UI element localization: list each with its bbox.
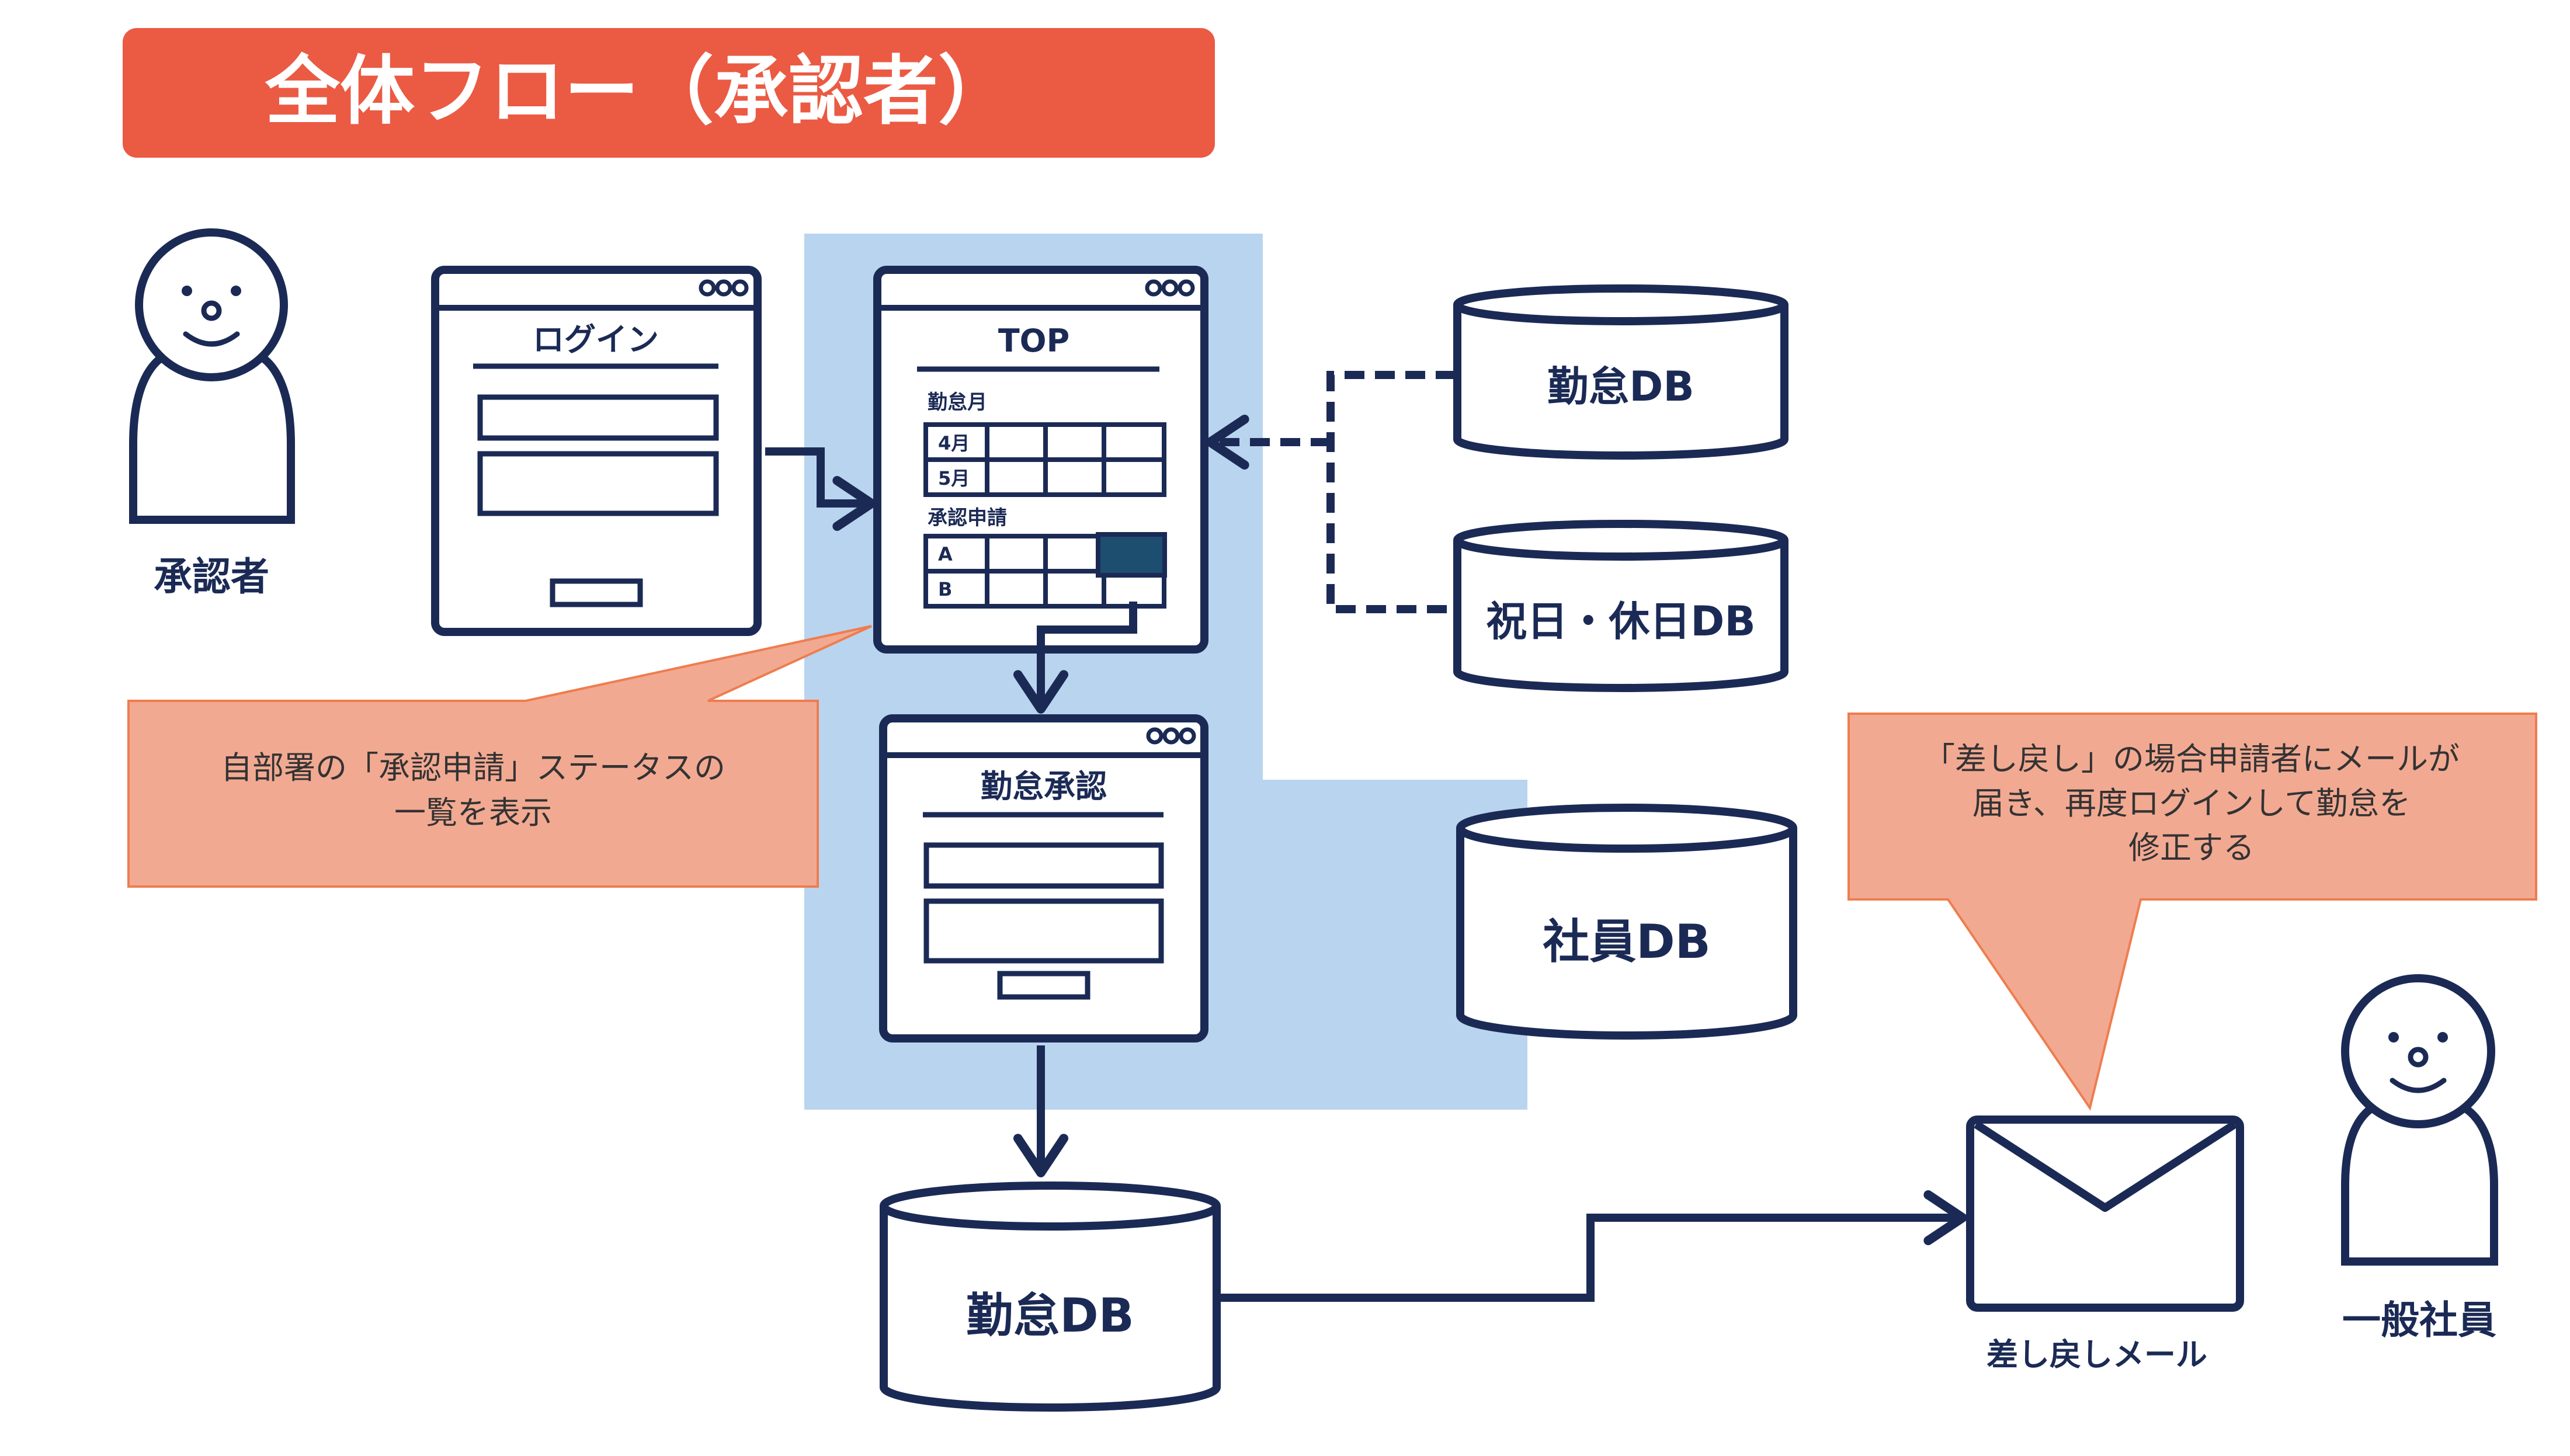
window-controls-icon — [699, 279, 749, 297]
approver-label: 承認者 — [154, 554, 269, 599]
approver-actor: 承認者 — [129, 228, 295, 599]
title-banner: 全体フロー（承認者） — [123, 28, 1215, 158]
attendance-main-db: 勤怠DB — [880, 1182, 1221, 1412]
top-status-callout-line1: 自部署の「承認申請」ステータスの — [221, 749, 725, 786]
employee-db: 社員DB — [1456, 804, 1797, 1040]
month-row-april[interactable]: 4月 — [938, 432, 970, 454]
employee-person-icon — [2341, 974, 2498, 1266]
arrow-login-to-top — [765, 447, 876, 531]
top-status-callout-line2: 一覧を表示 — [394, 794, 552, 831]
approval-screen-title: 勤怠承認 — [981, 768, 1107, 805]
attendance-month-label: 勤怠月 — [928, 391, 987, 414]
login-id-field[interactable] — [477, 394, 719, 441]
arrow-db-to-mail — [1221, 1190, 1967, 1302]
request-row-a[interactable]: A — [938, 543, 953, 565]
login-screen-title: ログイン — [533, 321, 659, 358]
employee-db-label: 社員DB — [1543, 915, 1710, 969]
holiday-db: 祝日・休日DB — [1453, 520, 1788, 692]
arrow-top-to-approval — [1013, 602, 1137, 714]
window-controls-icon — [1145, 279, 1195, 297]
approver-person-icon — [129, 228, 295, 524]
top-screen-title: TOP — [998, 322, 1069, 359]
remand-mail-label: 差し戻しメール — [1986, 1336, 2207, 1373]
attendance-main-db-label: 勤怠DB — [966, 1288, 1134, 1343]
top-status-callout: 自部署の「承認申請」ステータスの 一覧を表示 — [127, 625, 872, 888]
month-row-may[interactable]: 5月 — [938, 467, 970, 489]
holiday-db-label: 祝日・休日DB — [1486, 597, 1755, 645]
remand-callout-line1: 「差し戻し」の場合申請者にメールが — [1923, 741, 2460, 777]
remand-mail: 差し戻しメール — [1966, 1116, 2244, 1373]
login-screen: ログイン — [431, 266, 762, 636]
approval-screen: 勤怠承認 — [879, 714, 1208, 1043]
login-button[interactable] — [550, 578, 643, 607]
selected-request-cell[interactable] — [1096, 532, 1167, 578]
remand-callout-line2: 届き、再度ログインして勤怠を — [1972, 785, 2411, 822]
request-row-b[interactable]: B — [938, 578, 952, 600]
employee-actor: 一般社員 — [2341, 974, 2498, 1343]
dashed-db-to-top — [1210, 371, 1456, 613]
attendance-ref-db-label: 勤怠DB — [1547, 363, 1694, 411]
remand-callout-line3: 修正する — [2128, 829, 2255, 866]
approval-submit-button[interactable] — [997, 971, 1090, 1000]
remand-callout: 「差し戻し」の場合申請者にメールが 届き、再度ログインして勤怠を 修正する — [1847, 713, 2537, 1111]
page-title: 全体フロー（承認者） — [265, 48, 1013, 135]
window-controls-icon — [1146, 727, 1196, 745]
attendance-ref-db: 勤怠DB — [1453, 284, 1788, 460]
employee-label: 一般社員 — [2342, 1298, 2496, 1343]
top-screen: TOP 勤怠月 4月 5月 承認申請 A B — [873, 266, 1208, 654]
connectors — [765, 371, 1967, 1302]
approval-comment-field[interactable] — [923, 898, 1164, 964]
envelope-icon — [1966, 1116, 2244, 1312]
login-password-field[interactable] — [477, 451, 719, 516]
approval-input-field[interactable] — [923, 842, 1164, 889]
approval-request-label: 承認申請 — [928, 506, 1007, 530]
